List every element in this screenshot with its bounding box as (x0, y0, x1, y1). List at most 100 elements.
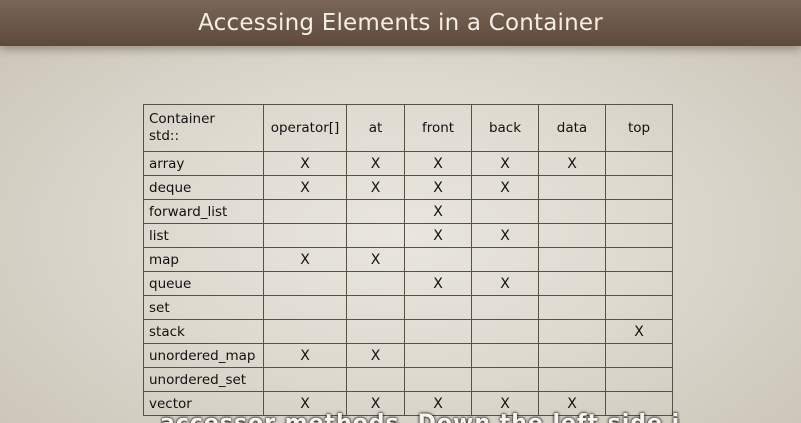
support-mark-cell (471, 367, 539, 392)
support-mark-cell (538, 295, 606, 320)
support-mark-cell: X (471, 175, 539, 200)
table-container: Container std:: operator[] at front back… (143, 104, 673, 416)
support-mark-cell (346, 223, 405, 248)
support-mark-cell (346, 271, 405, 296)
container-name-cell: vector (143, 391, 264, 416)
support-mark-cell (404, 247, 472, 272)
support-mark-cell (263, 319, 347, 344)
container-name-cell: unordered_set (143, 367, 264, 392)
column-header-data: data (538, 104, 606, 152)
container-name-cell: set (143, 295, 264, 320)
access-methods-table: Container std:: operator[] at front back… (143, 104, 673, 416)
support-mark-cell (471, 319, 539, 344)
container-name-cell: queue (143, 271, 264, 296)
table-row: unordered_set (143, 367, 673, 392)
support-mark-cell: X (404, 223, 472, 248)
column-header-operator: operator[] (263, 104, 347, 152)
support-mark-cell (538, 223, 606, 248)
support-mark-cell (404, 319, 472, 344)
container-name-cell: map (143, 247, 264, 272)
support-mark-cell (263, 367, 347, 392)
support-mark-cell (471, 343, 539, 368)
support-mark-cell (605, 367, 673, 392)
container-name-cell: forward_list (143, 199, 264, 224)
support-mark-cell (404, 295, 472, 320)
column-header-at: at (346, 104, 405, 152)
support-mark-cell: X (346, 247, 405, 272)
support-mark-cell (346, 295, 405, 320)
support-mark-cell (263, 295, 347, 320)
support-mark-cell: X (404, 271, 472, 296)
container-header-line1: Container (149, 111, 215, 127)
support-mark-cell: X (471, 151, 539, 176)
support-mark-cell: X (471, 271, 539, 296)
title-bar: Accessing Elements in a Container (0, 0, 801, 46)
support-mark-cell: X (471, 223, 539, 248)
support-mark-cell: X (404, 175, 472, 200)
support-mark-cell (605, 199, 673, 224)
support-mark-cell (538, 343, 606, 368)
table-row: stack X (143, 319, 673, 344)
support-mark-cell (605, 175, 673, 200)
container-header-line2: std:: (149, 128, 179, 144)
header-row: Container std:: operator[] at front back… (143, 104, 673, 152)
support-mark-cell (471, 247, 539, 272)
support-mark-cell (538, 271, 606, 296)
support-mark-cell: X (346, 151, 405, 176)
support-mark-cell (404, 367, 472, 392)
support-mark-cell (605, 223, 673, 248)
support-mark-cell: X (263, 343, 347, 368)
support-mark-cell (538, 247, 606, 272)
container-header: Container std:: (143, 104, 264, 152)
support-mark-cell (263, 271, 347, 296)
support-mark-cell: X (404, 391, 472, 416)
support-mark-cell: X (346, 391, 405, 416)
support-mark-cell (605, 295, 673, 320)
support-mark-cell: X (263, 151, 347, 176)
support-mark-cell (605, 151, 673, 176)
support-mark-cell: X (404, 199, 472, 224)
support-mark-cell: X (471, 391, 539, 416)
support-mark-cell: X (346, 175, 405, 200)
support-mark-cell (404, 343, 472, 368)
container-name-cell: unordered_map (143, 343, 264, 368)
container-name-cell: array (143, 151, 264, 176)
table-row: forward_list X (143, 199, 673, 224)
support-mark-cell (471, 199, 539, 224)
support-mark-cell (346, 199, 405, 224)
container-name-cell: deque (143, 175, 264, 200)
support-mark-cell (263, 223, 347, 248)
support-mark-cell (538, 175, 606, 200)
support-mark-cell (605, 343, 673, 368)
support-mark-cell: X (346, 343, 405, 368)
column-header-front: front (404, 104, 472, 152)
support-mark-cell (538, 199, 606, 224)
support-mark-cell (605, 391, 673, 416)
container-name-cell: list (143, 223, 264, 248)
support-mark-cell (346, 319, 405, 344)
table-row: set (143, 295, 673, 320)
support-mark-cell: X (263, 391, 347, 416)
support-mark-cell: X (605, 319, 673, 344)
container-name-cell: stack (143, 319, 264, 344)
column-header-top: top (605, 104, 673, 152)
column-header-back: back (471, 104, 539, 152)
support-mark-cell (605, 247, 673, 272)
slide-title: Accessing Elements in a Container (198, 10, 603, 36)
support-mark-cell (263, 199, 347, 224)
support-mark-cell: X (538, 151, 606, 176)
support-mark-cell (538, 367, 606, 392)
support-mark-cell (605, 271, 673, 296)
support-mark-cell: X (404, 151, 472, 176)
support-mark-cell (538, 319, 606, 344)
support-mark-cell (471, 295, 539, 320)
subtitle-caption: accessor methods. Down the left side is (160, 409, 680, 423)
